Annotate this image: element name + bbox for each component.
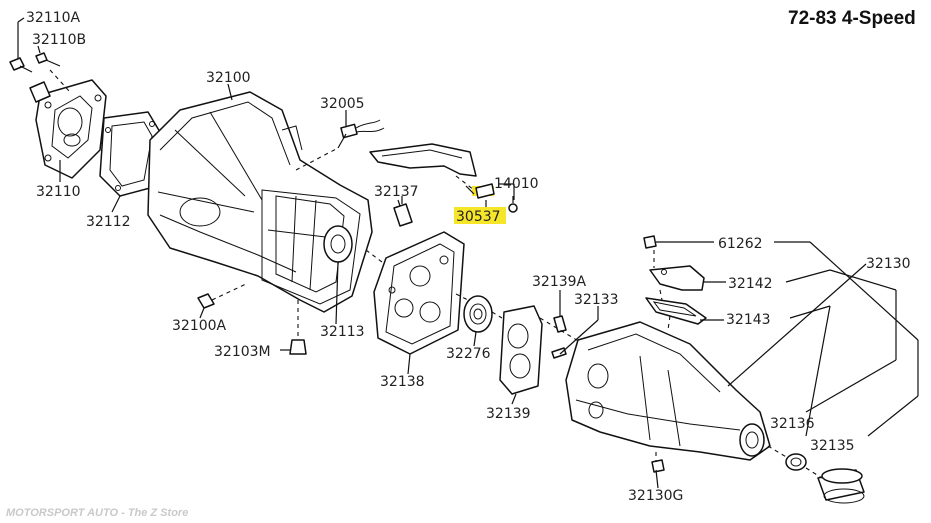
bearing-32276 (463, 295, 493, 333)
bolt-32110A (9, 57, 33, 73)
bracket-32142 (649, 265, 705, 291)
bolt-32139A (553, 315, 567, 333)
transmission-case-32100 (147, 91, 373, 313)
label-32137: 32137 (374, 184, 419, 200)
label-14010: 14010 (494, 176, 539, 192)
plug-32103M (289, 339, 307, 355)
label-32110B: 32110B (32, 32, 86, 48)
gasket-32143 (645, 297, 707, 325)
gasket-32112 (99, 111, 161, 197)
bolt-32110B (35, 52, 61, 67)
label-32100: 32100 (206, 70, 251, 86)
adapter-plate-32138 (373, 231, 465, 355)
label-32130G: 32130G (628, 488, 683, 504)
diagram-title: 72-83 4-Speed (788, 8, 916, 29)
label-32139: 32139 (486, 406, 531, 422)
label-32135: 32135 (810, 438, 855, 454)
bushing-32135 (817, 468, 865, 504)
bolt-61262 (643, 235, 657, 249)
bolt-32137 (393, 199, 413, 227)
label-32005: 32005 (320, 96, 365, 112)
label-30537-highlight (454, 207, 506, 224)
label-32136: 32136 (770, 416, 815, 432)
label-32110: 32110 (36, 184, 81, 200)
label-32138: 32138 (380, 374, 425, 390)
label-32142: 32142 (728, 276, 773, 292)
label-30537: 30537 (456, 209, 501, 225)
pin-32133 (551, 347, 567, 359)
shift-fork (369, 143, 477, 177)
label-32130: 32130 (866, 256, 911, 272)
bolt-32100A (197, 293, 215, 309)
front-cover-32110 (29, 79, 107, 179)
seal-32136 (785, 453, 807, 471)
label-32113: 32113 (320, 324, 365, 340)
assembly-dashed-lines (49, 69, 823, 479)
label-32112: 32112 (86, 214, 131, 230)
leader-lines (17, 17, 919, 489)
label-32143: 32143 (726, 312, 771, 328)
label-32276: 32276 (446, 346, 491, 362)
label-32103M: 32103M (214, 344, 271, 360)
switch-32005 (337, 119, 385, 149)
bolt-32130G (651, 459, 665, 473)
gasket-32139 (499, 305, 543, 395)
pin-30537-highlighted (465, 183, 495, 208)
footer-watermark: MOTORSPORT AUTO - The Z Store (6, 507, 188, 519)
extension-housing-32130 (565, 321, 771, 461)
label-32100A: 32100A (172, 318, 227, 334)
label-32133: 32133 (574, 292, 619, 308)
label-32110A: 32110A (26, 10, 81, 26)
label-32139A: 32139A (532, 274, 587, 290)
label-61262: 61262 (718, 236, 763, 252)
clip-14010 (508, 196, 518, 213)
